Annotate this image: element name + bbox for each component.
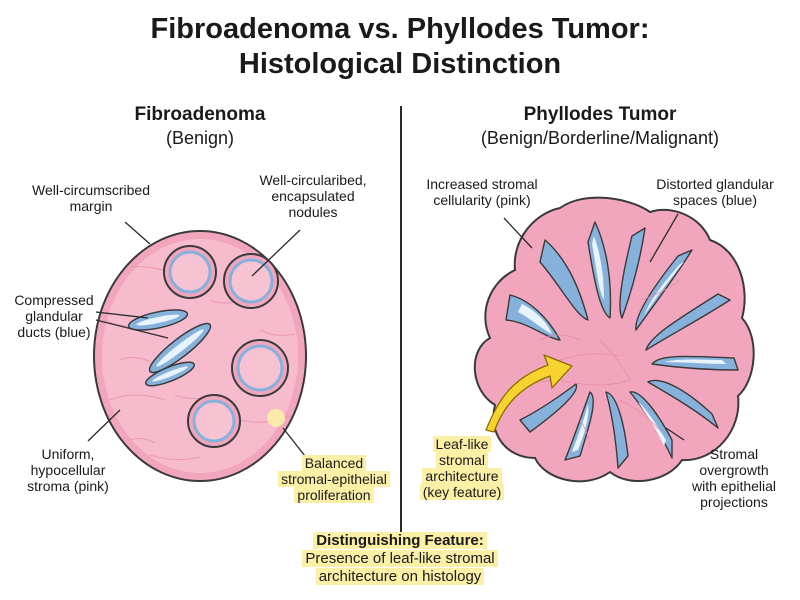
- distinguishing-feature-line-2: architecture on histology: [315, 568, 485, 585]
- distinguishing-feature-box: Distinguishing Feature: Presence of leaf…: [200, 532, 600, 586]
- phyllodes-stroma-texture: [519, 279, 681, 451]
- center-divider: [400, 106, 402, 536]
- phyllodes-tumor-outline: [473, 196, 755, 483]
- fibroadenoma-subheading: (Benign): [165, 128, 235, 148]
- title-line-1: Fibroadenoma vs. Phyllodes Tumor:: [150, 13, 650, 45]
- leaf-feature-arrow: [485, 354, 573, 433]
- fibroadenoma-section: [87, 221, 307, 482]
- fibroadenoma-leader-lines: [87, 221, 306, 457]
- nodule-4: [187, 394, 241, 448]
- title-line-2: Histological Distinction: [238, 48, 562, 80]
- gland-lumens: [518, 236, 726, 452]
- compressed-duct-2: [148, 322, 212, 374]
- phyllodes-subheading: (Benign/Borderline/Malignant): [480, 128, 720, 148]
- phyllodes-leader-lines: [503, 213, 685, 441]
- compressed-duct-3: [145, 361, 195, 387]
- phyllodes-heading: Phyllodes Tumor: [523, 104, 677, 125]
- label-leaf-like-architecture: Leaf-like stromal architecture (key feat…: [412, 436, 512, 500]
- distinguishing-feature-heading: Distinguishing Feature:: [313, 532, 487, 549]
- compressed-duct-1: [127, 309, 189, 331]
- nodule-3: [231, 339, 289, 397]
- nodule-1: [163, 245, 217, 299]
- nodule-2: [223, 253, 279, 309]
- leaf-like-clefts: [505, 221, 739, 469]
- fibroadenoma-heading: Fibroadenoma: [134, 104, 266, 125]
- stroma-texture: [104, 259, 296, 461]
- distinguishing-feature-line-1: Presence of leaf-like stromal: [302, 550, 498, 567]
- label-balanced-proliferation: Balanced stromal-epithelial proliferatio…: [262, 455, 406, 503]
- phyllodes-section: [473, 196, 755, 483]
- balanced-highlight-dot: [267, 409, 285, 427]
